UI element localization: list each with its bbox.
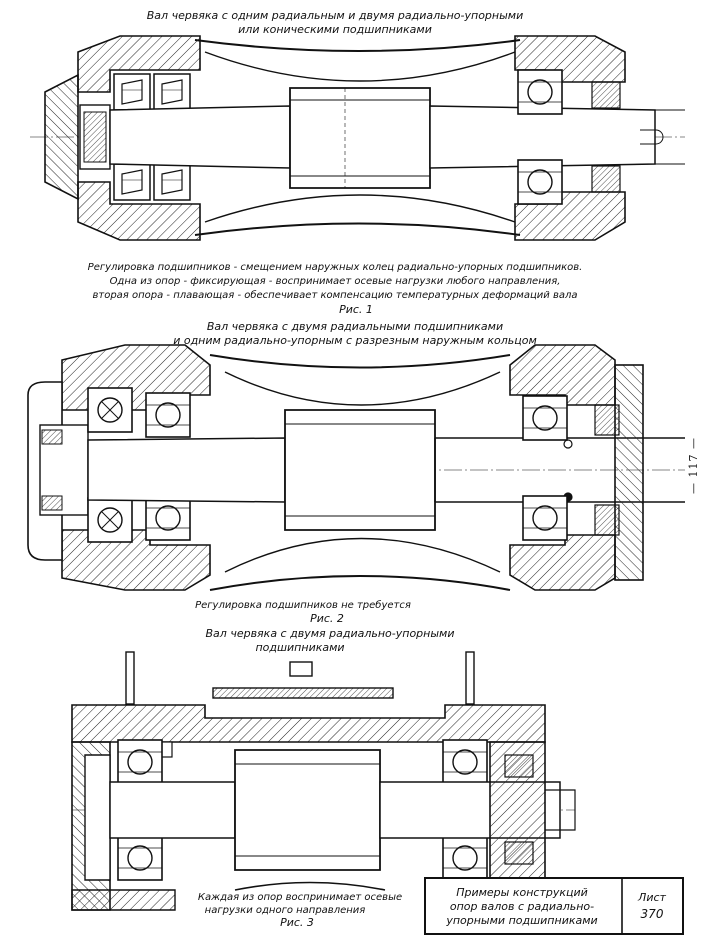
figure-1-shaft-left xyxy=(109,105,291,169)
figure-1-seal-bottom xyxy=(591,165,621,193)
figure-1-title-line-2: или коническими подшипниками xyxy=(238,23,432,36)
figure-1-seal-top xyxy=(591,81,621,109)
figure-2-bearing-6 xyxy=(522,495,568,541)
figure-3-left-cover xyxy=(84,754,111,881)
figure-3-bearing-3 xyxy=(442,739,488,785)
page-number: — 117 — xyxy=(686,430,700,500)
figure-2-bearing-1 xyxy=(87,387,133,433)
figure-3-bearing-1 xyxy=(117,739,163,785)
figure-1-taper-bearing-1 xyxy=(113,73,151,111)
figure-2-bearing-4 xyxy=(145,495,191,541)
figure-3-bearing-4 xyxy=(442,835,488,881)
figure-2-bearing-5 xyxy=(522,395,568,441)
figure-3-seal-bottom xyxy=(504,841,534,865)
figure-1-worm xyxy=(289,87,431,189)
figure-3-vent-plug xyxy=(289,661,313,677)
figure-1-housing-arc-top xyxy=(194,39,521,52)
figure-2-label: Рис. 2 xyxy=(310,612,344,625)
figure-3-cover-plate xyxy=(212,687,394,699)
figure-2: Вал червяка с двумя радиальными подшипни… xyxy=(27,320,685,625)
figure-3-housing-bottom xyxy=(71,889,176,911)
figure-2-seal-bottom xyxy=(594,504,620,536)
title-block-line-3: упорными подшипниками xyxy=(445,914,597,927)
figure-1: Вал червяка с одним радиальным и двумя р… xyxy=(30,9,685,316)
figure-2-shaft-left xyxy=(87,437,286,503)
figure-2-note: Регулировка подшипников не требуется xyxy=(195,599,411,611)
figure-2-title-line-1: Вал червяка с двумя радиальными подшипни… xyxy=(207,320,503,333)
figure-3-worm xyxy=(234,749,381,871)
figure-2-seal-top xyxy=(594,404,620,436)
figure-1-left-housing-bottom xyxy=(77,181,201,241)
figure-2-right-flange xyxy=(614,364,644,581)
figure-3-housing-top xyxy=(71,704,546,743)
figure-3-stud-left xyxy=(125,651,135,705)
figure-3-shaft-left xyxy=(109,781,236,839)
figure-3-note-line-2: нагрузки одного направления xyxy=(205,905,366,916)
title-block: Примеры конструкций опор валов с радиаль… xyxy=(424,877,684,935)
title-block-line-2: опор валов с радиально- xyxy=(450,900,594,913)
figure-1-ball-bearing-top xyxy=(517,69,563,115)
figure-3-seal-top xyxy=(504,754,534,778)
sheet-number: 370 xyxy=(641,907,664,921)
figure-2-bearing-3 xyxy=(145,392,191,438)
figure-2-right-housing-bottom xyxy=(509,534,616,591)
title-block-line-1: Примеры конструкций xyxy=(456,886,588,899)
figure-1-note-line-1: Регулировка подшипников - смещением нару… xyxy=(88,262,583,273)
figure-2-worm xyxy=(284,409,436,531)
figure-1-note-line-2: Одна из опор - фиксирующая - воспринимае… xyxy=(110,275,561,287)
title-block-frame xyxy=(424,877,684,935)
figure-1-taper-bearing-3 xyxy=(113,163,151,201)
figure-2-title-line-2: и одним радиально-упорным с разрезным на… xyxy=(173,334,537,347)
figure-3-stud-right xyxy=(465,651,475,705)
sheet-label: Лист xyxy=(637,891,666,904)
figure-3-title-line-2: подшипниками xyxy=(255,641,344,654)
figure-3-bearing-2 xyxy=(117,835,163,881)
figure-1-housing-arc-bottom xyxy=(194,222,521,236)
figure-3-title-line-1: Вал червяка с двумя радиально-упорными xyxy=(206,627,455,640)
figure-1-taper-bearing-4 xyxy=(153,163,191,201)
figure-3-note-line-1: Каждая из опор воспринимает осевые xyxy=(198,892,402,903)
figure-3: Вал червяка с двумя радиально-упорными п… xyxy=(71,627,576,929)
figure-3-label: Рис. 3 xyxy=(280,916,314,929)
figure-1-shaft-right xyxy=(429,105,656,169)
figure-2-bearing-2 xyxy=(87,497,133,543)
figure-1-left-cover xyxy=(44,73,79,201)
figure-1-note-line-3: вторая опора - плавающая - обеспечивает … xyxy=(92,289,577,301)
figure-1-taper-bearing-2 xyxy=(153,73,191,111)
figure-1-label: Рис. 1 xyxy=(339,303,373,316)
figure-1-title-line-1: Вал червяка с одним радиальным и двумя р… xyxy=(147,9,523,22)
figure-1-left-housing-top xyxy=(77,35,201,93)
figure-1-ball-bearing-bottom xyxy=(517,159,563,205)
page-number-text: — 117 — xyxy=(686,436,700,494)
